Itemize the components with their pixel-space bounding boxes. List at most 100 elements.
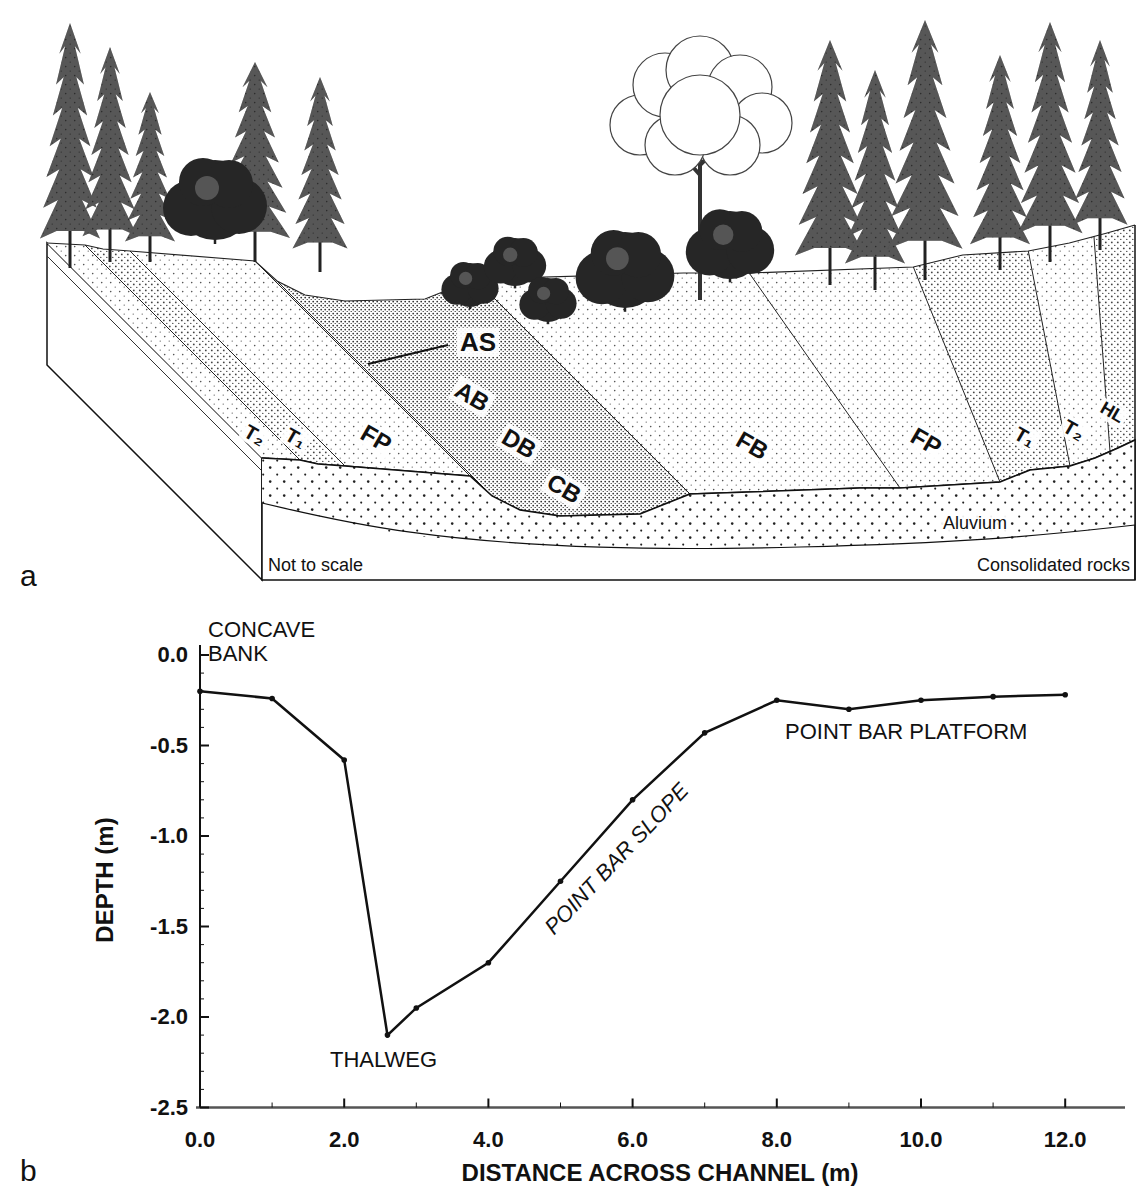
- y-tick: [200, 781, 204, 782]
- y-tick: [200, 1053, 204, 1054]
- shrub: [576, 230, 675, 312]
- x-axis: [196, 1106, 1125, 1109]
- tree-texture: [1073, 40, 1128, 225]
- strip-boundary: [130, 251, 345, 466]
- profile-point: [774, 697, 780, 703]
- conifer-tree: [293, 77, 348, 272]
- valley-strip: [1094, 225, 1135, 451]
- tree-crown: [1018, 22, 1083, 233]
- x-tick: [560, 1103, 561, 1108]
- landform-code: CB: [540, 467, 588, 510]
- profile-point: [385, 1032, 391, 1038]
- tick-label: 4.0: [473, 1128, 504, 1152]
- x-tick: [487, 1099, 489, 1108]
- x-tick: [272, 1103, 273, 1108]
- y-axis: [199, 645, 201, 1108]
- shrub: [163, 158, 267, 244]
- conifer-tree: [125, 92, 175, 262]
- landform-code: AB: [448, 375, 496, 418]
- annotation: THALWEG: [330, 1048, 437, 1072]
- profile-points: [197, 688, 1068, 1037]
- annotation: POINT BAR SLOPE: [540, 779, 693, 940]
- y-tick: [200, 980, 204, 981]
- shrub-highlight: [195, 176, 219, 200]
- tree-crown: [83, 47, 138, 236]
- profile-point: [197, 688, 203, 694]
- alluvium-base: [262, 503, 1135, 549]
- block-right-edge: [1134, 225, 1136, 580]
- y-tick: [200, 926, 209, 928]
- axis-title: DEPTH (m): [92, 817, 118, 942]
- leader-line: [368, 345, 448, 364]
- conifer-tree: [970, 55, 1030, 270]
- x-tick: [993, 1103, 994, 1108]
- tick-label: 0.0: [185, 1128, 216, 1152]
- x-tick: [848, 1103, 849, 1108]
- tick-label: -0.5: [150, 733, 188, 757]
- layer-label: Aluvium: [940, 514, 1010, 534]
- tick-label: 8.0: [762, 1128, 793, 1152]
- profile-point: [1062, 692, 1068, 698]
- annotation: POINT BAR PLATFORM: [785, 720, 1027, 744]
- profile-point: [918, 697, 924, 703]
- tree-texture: [83, 47, 138, 236]
- landform-code: T₁: [1008, 421, 1042, 453]
- shrub-highlight: [459, 272, 472, 285]
- landform-code: HL: [1094, 397, 1130, 429]
- profile-point: [558, 878, 564, 884]
- panel-letter: b: [20, 1154, 37, 1187]
- profile-point: [486, 960, 492, 966]
- y-tick: [200, 1035, 204, 1036]
- strip-boundary: [255, 261, 470, 476]
- tree-crown: [888, 20, 963, 249]
- landform-code: AS: [457, 328, 499, 357]
- landform-code: T₁: [279, 422, 313, 454]
- profile-point: [990, 694, 996, 700]
- conifer-tree: [83, 47, 138, 262]
- x-tick: [632, 1099, 634, 1108]
- landform-code: DB: [495, 422, 543, 465]
- front-profile: [262, 440, 1135, 516]
- y-tick: [200, 835, 209, 837]
- tick-label: -2.0: [150, 1005, 188, 1029]
- block-front-face: [262, 440, 1135, 580]
- y-tick: [200, 998, 204, 999]
- deciduous-tree: [610, 36, 792, 300]
- y-tick: [200, 1089, 204, 1090]
- axis-title: DISTANCE ACROSS CHANNEL (m): [462, 1160, 859, 1186]
- tree-crown: [1073, 40, 1128, 225]
- strip-boundary: [85, 245, 300, 460]
- panel-letter: a: [20, 559, 37, 592]
- profile-point: [846, 707, 852, 713]
- profile-point: [630, 797, 636, 803]
- shrub: [686, 209, 774, 282]
- y-tick: [200, 1071, 204, 1072]
- x-tick: [199, 1099, 201, 1108]
- annotation: CONCAVE BANK: [208, 618, 338, 666]
- tick-label: 2.0: [329, 1128, 360, 1152]
- y-tick: [200, 1107, 209, 1109]
- tick-label: 12.0: [1044, 1128, 1087, 1152]
- tick-label: 6.0: [617, 1128, 648, 1152]
- y-tick: [200, 673, 204, 674]
- y-tick: [200, 1016, 209, 1018]
- conifer-tree: [845, 70, 905, 290]
- tick-label: -2.5: [150, 1095, 188, 1119]
- y-tick: [200, 854, 204, 855]
- landform-code: T₂: [1057, 414, 1091, 447]
- tree-texture: [970, 55, 1030, 244]
- depth-profile-line: [200, 691, 1065, 1035]
- tick-label: -1.0: [150, 824, 188, 848]
- landform-code: FB: [729, 425, 775, 467]
- shrub-highlight: [713, 225, 733, 245]
- alluvium-layer: [262, 440, 1135, 550]
- y-tick: [200, 763, 204, 764]
- x-tick: [416, 1103, 417, 1108]
- y-tick: [200, 727, 204, 728]
- y-tick: [200, 908, 204, 909]
- x-tick: [776, 1099, 778, 1108]
- x-tick: [920, 1099, 922, 1108]
- y-tick: [200, 890, 204, 891]
- y-tick: [200, 872, 204, 873]
